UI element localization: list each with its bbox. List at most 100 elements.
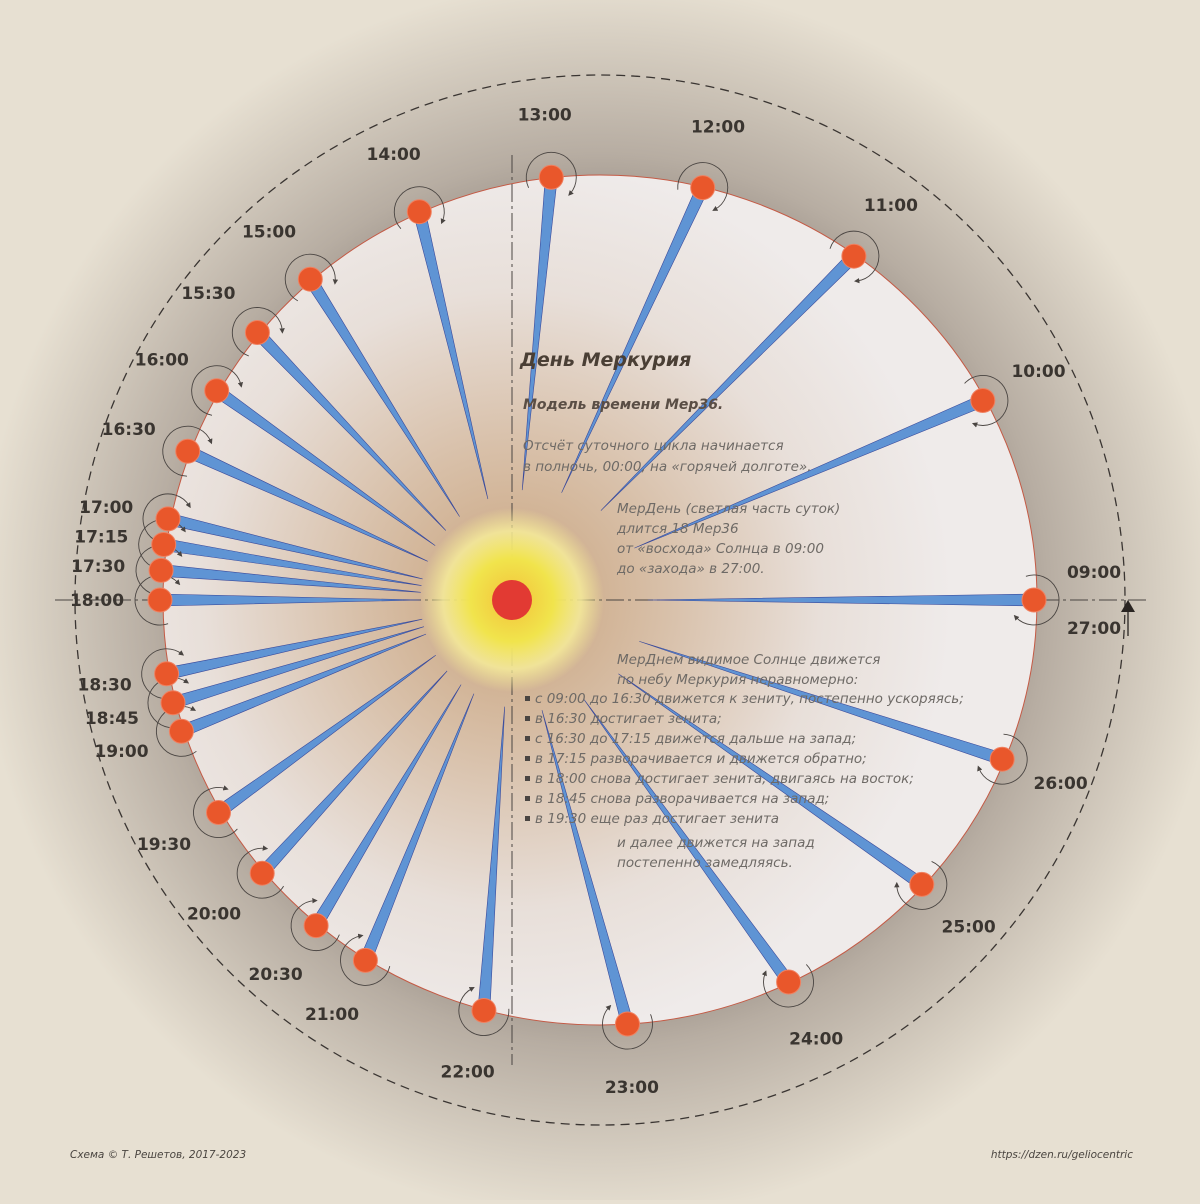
- time-label-18-30: 18:30: [78, 676, 132, 696]
- time-label-14-00: 14:00: [367, 145, 421, 165]
- motion-bullet: с 09:00 до 16:30 движется к зениту, пост…: [535, 691, 964, 707]
- sun-position-11-00: [841, 243, 867, 269]
- merday-line-1: МерДень (светлая часть суток): [617, 501, 840, 517]
- time-label-13-00: 13:00: [518, 106, 572, 126]
- sun-position-18-30: [154, 661, 180, 687]
- motion-bullets: с 09:00 до 16:30 движется к зениту, пост…: [525, 691, 964, 827]
- sun-position-16-00: [204, 378, 230, 404]
- rotation-arc-26-00: [977, 733, 1028, 785]
- hot-longitude-pointer-icon: [1121, 600, 1135, 612]
- intro-line-2: в полночь, 00:00, на «горячей долготе».: [523, 459, 812, 475]
- sun-position-09-00: [1021, 587, 1047, 613]
- sun-position-19-30: [206, 800, 231, 825]
- time-label-18-00: 18:00: [70, 591, 124, 611]
- time-label-16-30: 16:30: [102, 420, 156, 440]
- sun-position-24-00: [776, 969, 802, 995]
- time-label-17-00: 17:00: [79, 498, 133, 518]
- merday-line-2: длится 18 Мер36: [616, 521, 739, 537]
- time-label-20-30: 20:30: [249, 965, 303, 985]
- rotation-arc-09-00: [1013, 574, 1060, 626]
- sun-position-12-00: [690, 175, 716, 201]
- time-label-17-30: 17:30: [71, 557, 125, 577]
- motion-bullet: в 19:30 еще раз достигает зенита: [535, 811, 779, 827]
- bullet-icon: [525, 756, 530, 761]
- motion-bullet: в 18:00 снова достигает зенита, двигаясь…: [535, 771, 914, 787]
- rotation-arc-16-30: [162, 425, 213, 477]
- bullet-icon: [525, 776, 530, 781]
- time-label-10-00: 10:00: [1011, 362, 1065, 382]
- sun-position-17-00: [155, 506, 181, 532]
- time-label-09-00: 09:00: [1067, 563, 1121, 583]
- intro-line-1: Отсчёт суточного цикла начинается: [523, 438, 784, 454]
- rotation-arc-10-00: [964, 375, 1009, 428]
- sun-position-22-00: [471, 998, 497, 1023]
- footer-credit: Схема © Т. Решетов, 2017-2023: [70, 1149, 246, 1161]
- time-labels-group: 09:00 27:00 10:00 11:00 12:00 13:00 14:00 15:00…: [70, 106, 1121, 1098]
- motion-bullet: в 17:15 разворачивается и движется обрат…: [535, 751, 867, 767]
- rotation-arc-12-00: [677, 162, 729, 211]
- sun-position-17-15: [151, 532, 177, 557]
- sun-position-14-00: [406, 199, 432, 225]
- rotation-arc-16-00: [191, 365, 244, 416]
- time-label-20-00: 20:00: [187, 905, 241, 925]
- time-label-21-00: 21:00: [305, 1005, 359, 1025]
- merday-line-4: до «захода» в 27:00.: [616, 561, 765, 577]
- outer-dashed-circle: [74, 74, 1126, 1126]
- time-label-25-00: 25:00: [942, 918, 996, 938]
- rotation-arc-15-00: [284, 253, 339, 302]
- rotation-arc-24-00: [761, 964, 814, 1008]
- time-label-16-00: 16:00: [135, 351, 189, 371]
- sun-core: [492, 580, 532, 620]
- sun-positions-group: [147, 164, 1047, 1037]
- rotation-arc-11-00: [829, 230, 880, 284]
- motion-bullet: с 16:30 до 17:15 движется дальше на запа…: [535, 731, 856, 747]
- sun-position-10-00: [970, 388, 996, 413]
- time-label-18-45: 18:45: [85, 709, 139, 729]
- time-label-27-00: 27:00: [1067, 619, 1121, 639]
- sun-position-18-00: [147, 587, 173, 613]
- motion-intro-2: по небу Меркурия неравномерно:: [617, 672, 858, 688]
- time-label-26-00: 26:00: [1034, 774, 1088, 794]
- bullet-icon: [525, 716, 530, 721]
- sun-position-21-00: [352, 947, 378, 973]
- sun-position-15-00: [297, 266, 323, 292]
- sun-position-13-00: [538, 164, 564, 190]
- rotation-arc-22-00: [458, 987, 510, 1036]
- footer-url: https://dzen.ru/geliocentric: [991, 1149, 1133, 1161]
- motion-tail-1: и далее движется на запад: [617, 835, 815, 851]
- time-label-12-00: 12:00: [691, 118, 745, 138]
- time-label-19-00: 19:00: [94, 742, 148, 762]
- rotation-arc-13-00: [525, 151, 577, 196]
- time-label-11-00: 11:00: [864, 196, 918, 216]
- time-label-23-00: 23:00: [605, 1078, 659, 1098]
- sun-position-25-00: [909, 871, 935, 897]
- time-label-17-15: 17:15: [74, 527, 128, 547]
- rotation-arc-20-00: [236, 845, 284, 899]
- bullet-icon: [525, 736, 530, 741]
- sun-position-16-30: [175, 438, 201, 464]
- motion-tail-2: постепенно замедляясь.: [617, 855, 793, 871]
- diagram-title: День Меркурия: [519, 349, 691, 371]
- rotation-arc-19-30: [193, 785, 238, 838]
- sun-position-19-00: [168, 718, 194, 744]
- merday-line-3: от «восхода» Солнца в 09:00: [617, 541, 824, 557]
- sun-position-23-00: [615, 1011, 640, 1037]
- rotation-arc-15-30: [231, 307, 285, 357]
- sun-position-20-30: [303, 913, 329, 939]
- time-label-15-30: 15:30: [181, 284, 235, 304]
- motion-bullet: в 16:30 достигает зенита;: [535, 711, 722, 727]
- time-label-19-30: 19:30: [137, 835, 191, 855]
- rotation-arc-25-00: [894, 860, 948, 910]
- rotation-arc-14-00: [393, 186, 446, 230]
- diagram-subtitle: Модель времени Мер36.: [523, 397, 723, 413]
- motion-intro-1: МерДнем видимое Солнце движется: [617, 652, 880, 668]
- time-label-22-00: 22:00: [441, 1062, 495, 1082]
- rotation-arc-23-00: [602, 1004, 653, 1050]
- sun-position-17-30: [148, 557, 174, 583]
- rotation-arc-20-30: [290, 898, 340, 952]
- time-label-15-00: 15:00: [242, 223, 296, 243]
- sun-position-15-30: [244, 320, 270, 345]
- sun-rays-group: [159, 176, 1035, 1026]
